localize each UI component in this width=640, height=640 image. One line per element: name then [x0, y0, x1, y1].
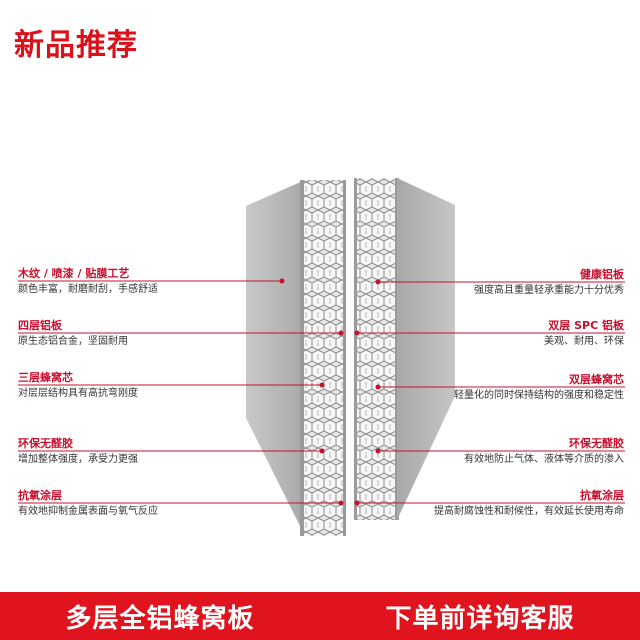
feature-right-2: 双层 SPC 铝板 美观、耐用、环保 [424, 319, 624, 349]
footer-banner: 多层全铝蜂窝板 下单前详询客服 [0, 592, 640, 640]
feature-right-5: 抗氧涂层 提高耐腐蚀性和耐候性，有效延长使用寿命 [424, 489, 624, 519]
feature-left-5: 抗氧涂层 有效地抑制金属表面与氧气反应 [18, 489, 218, 519]
feature-desc: 美观、耐用、环保 [544, 336, 624, 347]
feature-title: 三层蜂窝芯 [18, 371, 73, 384]
feature-left-3: 三层蜂窝芯 对层层结构具有高抗弯刚度 [18, 371, 218, 401]
right-panel-core [356, 178, 396, 520]
feature-title: 环保无醛胶 [569, 437, 624, 450]
feature-title: 环保无醛胶 [18, 437, 73, 450]
feature-left-4: 环保无醛胶 增加整体强度，承受力更强 [18, 437, 218, 467]
feature-left-1: 木纹 / 喷漆 / 贴膜工艺 颜色丰富，耐磨耐刮，手感舒适 [18, 267, 218, 297]
feature-desc: 颜色丰富，耐磨耐刮，手感舒适 [18, 284, 158, 295]
left-panel-core [303, 180, 344, 536]
feature-title: 双层蜂窝芯 [569, 373, 624, 386]
footer-product-name: 多层全铝蜂窝板 [65, 603, 255, 634]
feature-right-3: 双层蜂窝芯 轻量化的同时保持结构的强度和稳定性 [424, 373, 624, 403]
feature-title: 四层铝板 [18, 319, 62, 332]
feature-right-4: 环保无醛胶 有效地防止气体、液体等介质的渗入 [424, 437, 624, 467]
feature-title: 双层 SPC 铝板 [548, 319, 624, 332]
feature-desc: 对层层结构具有高抗弯刚度 [18, 388, 138, 399]
feature-title: 抗氧涂层 [18, 489, 62, 502]
feature-desc: 强度高且重量轻承重能力十分优秀 [474, 285, 624, 296]
feature-right-1: 健康铝板 强度高且重量轻承重能力十分优秀 [424, 268, 624, 298]
left-panel-face [246, 180, 305, 536]
feature-title: 健康铝板 [580, 268, 624, 281]
right-panel-face [397, 178, 455, 520]
feature-desc: 增加整体强度，承受力更强 [18, 454, 138, 465]
footer-contact-prompt: 下单前详询客服 [385, 603, 575, 634]
page-title: 新品推荐 [14, 28, 138, 63]
feature-desc: 有效地抑制金属表面与氧气反应 [18, 506, 158, 517]
feature-desc: 轻量化的同时保持结构的强度和稳定性 [454, 390, 624, 401]
feature-desc: 原生态铝合金，坚固耐用 [18, 336, 128, 347]
feature-left-2: 四层铝板 原生态铝合金，坚固耐用 [18, 319, 218, 349]
feature-desc: 有效地防止气体、液体等介质的渗入 [464, 454, 624, 465]
feature-desc: 提高耐腐蚀性和耐候性，有效延长使用寿命 [434, 506, 624, 517]
feature-title: 抗氧涂层 [580, 489, 624, 502]
feature-title: 木纹 / 喷漆 / 贴膜工艺 [18, 267, 130, 280]
